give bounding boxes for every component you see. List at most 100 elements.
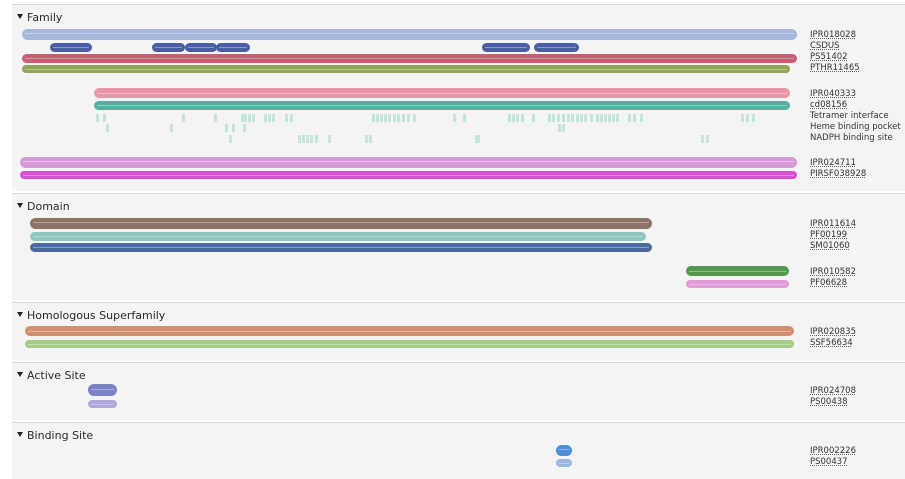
bar-IPR011614[interactable] (30, 217, 652, 229)
site-marker-tetramer-interface[interactable] (516, 114, 519, 122)
site-marker-nadph-binding-site[interactable] (365, 135, 368, 143)
bar-CSDUS-seg5[interactable] (482, 42, 530, 52)
site-marker-tetramer-interface[interactable] (463, 114, 466, 122)
collapse-triangle-icon[interactable] (17, 203, 23, 208)
label-cd08156[interactable]: cd08156 (810, 100, 848, 110)
label-pf00199[interactable]: PF00199 (810, 230, 848, 240)
site-marker-nadph-binding-site[interactable] (298, 135, 301, 143)
site-marker-tetramer-interface[interactable] (590, 114, 593, 122)
section-title-domain[interactable]: Domain (17, 200, 70, 213)
site-marker-tetramer-interface[interactable] (272, 114, 275, 122)
site-marker-tetramer-interface[interactable] (508, 114, 511, 122)
bar-IPR010582[interactable] (686, 266, 789, 276)
label-ps00438[interactable]: PS00438 (810, 397, 848, 407)
site-marker-tetramer-interface[interactable] (241, 114, 244, 122)
site-marker-tetramer-interface[interactable] (608, 114, 611, 122)
site-marker-tetramer-interface[interactable] (285, 114, 288, 122)
site-marker-tetramer-interface[interactable] (552, 114, 555, 122)
site-marker-tetramer-interface[interactable] (752, 114, 755, 122)
site-marker-tetramer-interface[interactable] (413, 114, 416, 122)
site-marker-heme-binding-pocket[interactable] (562, 124, 565, 132)
bar-PF06628[interactable] (686, 280, 789, 288)
label-ipr018028[interactable]: IPR018028 (810, 30, 856, 40)
site-marker-heme-binding-pocket[interactable] (232, 124, 235, 132)
site-marker-nadph-binding-site[interactable] (701, 135, 704, 143)
site-marker-tetramer-interface[interactable] (521, 114, 524, 122)
bar-PF00199[interactable] (30, 231, 646, 241)
site-marker-tetramer-interface[interactable] (264, 114, 267, 122)
site-marker-tetramer-interface[interactable] (397, 114, 400, 122)
section-title-family[interactable]: Family (17, 11, 62, 24)
site-marker-tetramer-interface[interactable] (402, 114, 405, 122)
site-marker-tetramer-interface[interactable] (376, 114, 379, 122)
site-marker-nadph-binding-site[interactable] (310, 135, 313, 143)
bar-PIRSF038928[interactable] (20, 171, 797, 179)
bar-IPR024711[interactable] (20, 156, 797, 168)
site-marker-tetramer-interface[interactable] (182, 114, 185, 122)
site-marker-tetramer-interface[interactable] (741, 114, 744, 122)
site-marker-tetramer-interface[interactable] (584, 114, 587, 122)
site-marker-tetramer-interface[interactable] (380, 114, 383, 122)
label-ipr020835[interactable]: IPR020835 (810, 327, 856, 337)
bar-IPR020835[interactable] (25, 326, 794, 336)
site-marker-tetramer-interface[interactable] (407, 114, 410, 122)
site-marker-tetramer-interface[interactable] (453, 114, 456, 122)
label-ipr011614[interactable]: IPR011614 (810, 219, 856, 229)
bar-PS00438[interactable] (88, 400, 117, 408)
site-marker-nadph-binding-site[interactable] (302, 135, 305, 143)
site-marker-tetramer-interface[interactable] (616, 114, 619, 122)
section-title-active-site[interactable]: Active Site (17, 369, 86, 382)
site-marker-tetramer-interface[interactable] (532, 114, 535, 122)
site-marker-nadph-binding-site[interactable] (475, 135, 478, 143)
site-marker-heme-binding-pocket[interactable] (558, 124, 561, 132)
site-marker-tetramer-interface[interactable] (244, 114, 247, 122)
bar-SSF56634[interactable] (25, 340, 794, 348)
site-marker-tetramer-interface[interactable] (96, 114, 99, 122)
collapse-triangle-icon[interactable] (17, 14, 23, 19)
label-ipr040333[interactable]: IPR040333 (810, 89, 856, 99)
site-marker-tetramer-interface[interactable] (567, 114, 570, 122)
section-title-homologous-superfamily[interactable]: Homologous Superfamily (17, 309, 165, 322)
site-marker-heme-binding-pocket[interactable] (170, 124, 173, 132)
site-marker-tetramer-interface[interactable] (252, 114, 255, 122)
site-marker-tetramer-interface[interactable] (103, 114, 106, 122)
bar-IPR040333[interactable] (94, 88, 790, 98)
label-pf06628[interactable]: PF06628 (810, 278, 848, 288)
label-ps51402[interactable]: PS51402 (810, 52, 848, 62)
site-marker-heme-binding-pocket[interactable] (225, 124, 228, 132)
site-marker-tetramer-interface[interactable] (571, 114, 574, 122)
bar-PTHR11465[interactable] (22, 65, 790, 73)
bar-SM01060[interactable] (30, 242, 652, 252)
label-ipr024711[interactable]: IPR024711 (810, 158, 856, 168)
site-marker-tetramer-interface[interactable] (628, 114, 631, 122)
site-marker-nadph-binding-site[interactable] (328, 135, 331, 143)
section-title-binding-site[interactable]: Binding Site (17, 429, 93, 442)
site-marker-nadph-binding-site[interactable] (315, 135, 318, 143)
bar-IPR024708[interactable] (88, 384, 117, 396)
site-marker-tetramer-interface[interactable] (604, 114, 607, 122)
label-ssf56634[interactable]: SSF56634 (810, 338, 853, 348)
site-marker-heme-binding-pocket[interactable] (243, 124, 246, 132)
bar-cd08156[interactable] (94, 100, 790, 110)
site-marker-tetramer-interface[interactable] (248, 114, 251, 122)
site-marker-nadph-binding-site[interactable] (229, 135, 232, 143)
site-marker-tetramer-interface[interactable] (576, 114, 579, 122)
collapse-triangle-icon[interactable] (17, 312, 23, 317)
bar-CSDUS-seg6[interactable] (534, 42, 579, 52)
site-marker-tetramer-interface[interactable] (633, 114, 636, 122)
site-marker-tetramer-interface[interactable] (562, 114, 565, 122)
site-marker-nadph-binding-site[interactable] (306, 135, 309, 143)
label-csdus[interactable]: CSDUS (810, 41, 840, 51)
label-ipr002226[interactable]: IPR002226 (810, 446, 856, 456)
bar-PS51402[interactable] (22, 53, 797, 63)
site-marker-tetramer-interface[interactable] (512, 114, 515, 122)
site-marker-tetramer-interface[interactable] (596, 114, 599, 122)
bar-PS00437[interactable] (556, 459, 572, 467)
site-marker-nadph-binding-site[interactable] (369, 135, 372, 143)
site-marker-tetramer-interface[interactable] (393, 114, 396, 122)
bar-IPR002226[interactable] (556, 444, 572, 456)
bar-CSDUS-seg1[interactable] (50, 42, 92, 52)
site-marker-tetramer-interface[interactable] (580, 114, 583, 122)
site-marker-tetramer-interface[interactable] (372, 114, 375, 122)
label-ipr024708[interactable]: IPR024708 (810, 386, 856, 396)
